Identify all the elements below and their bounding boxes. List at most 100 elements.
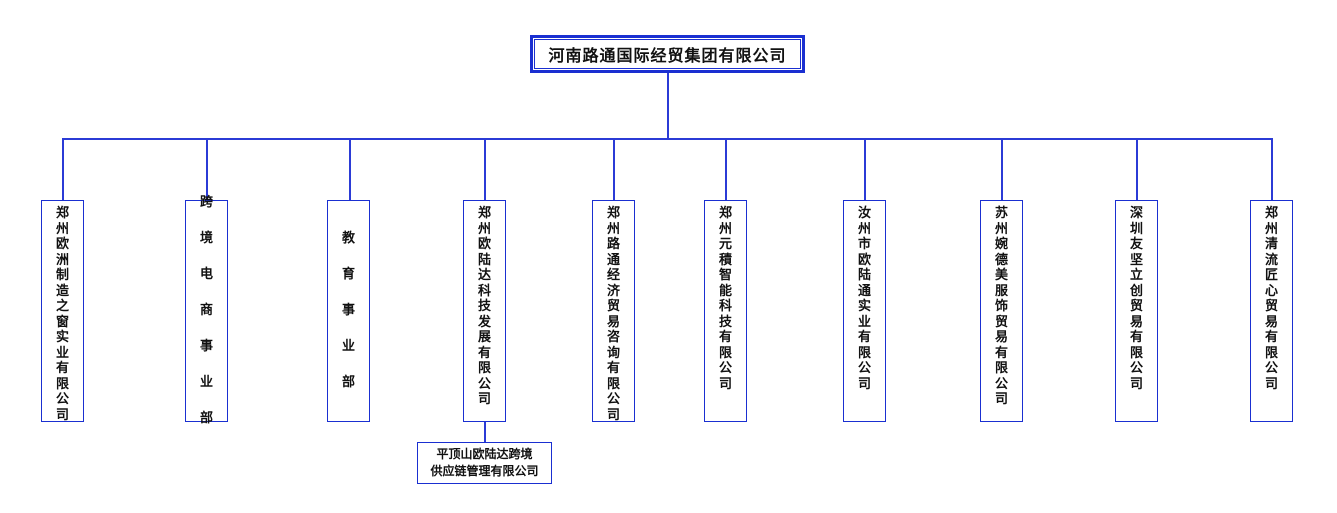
label-char: 业 <box>55 345 69 361</box>
label-char: 州 <box>718 221 732 237</box>
label-char: 公 <box>477 376 491 392</box>
label-char: 易 <box>1264 314 1278 330</box>
label-char: 郑 <box>1264 206 1278 221</box>
child-node-1: 郑州欧洲制造之窗实业有限公司 <box>41 200 84 423</box>
label-char: 欧 <box>857 252 871 268</box>
label-char: 流 <box>1264 252 1278 268</box>
label-char: 教 <box>341 231 355 246</box>
label-char: 事 <box>341 303 355 318</box>
label-char: 经 <box>606 268 620 283</box>
subsidiary-label-line2: 供应链管理有限公司 <box>430 464 539 478</box>
label-char: 电 <box>199 267 213 282</box>
child-node-label: 深圳友坚立创贸易有限公司 <box>1130 206 1143 392</box>
subsidiary-connector <box>484 422 486 442</box>
label-char: 限 <box>477 361 491 376</box>
label-char: 公 <box>718 361 732 376</box>
label-char: 育 <box>341 267 355 282</box>
child-node-10: 郑州清流匠心贸易有限公司 <box>1250 200 1293 422</box>
child-node-9: 深圳友坚立创贸易有限公司 <box>1115 200 1158 422</box>
label-char: 事 <box>199 339 213 354</box>
label-char: 司 <box>477 392 491 407</box>
label-char: 限 <box>55 376 69 392</box>
label-char: 州 <box>994 221 1008 237</box>
child-connector-10 <box>1271 138 1273 200</box>
label-char: 公 <box>1264 361 1278 376</box>
root-label: 河南路通国际经贸集团有限公司 <box>548 46 787 65</box>
child-node-label: 教育事业部 <box>342 221 355 401</box>
label-char: 技 <box>718 314 732 330</box>
child-connector-9 <box>1136 138 1138 200</box>
subsidiary-node: 平顶山欧陆达跨境 供应链管理有限公司 <box>417 442 552 484</box>
child-node-label: 郑州清流匠心贸易有限公司 <box>1265 206 1278 392</box>
label-char: 公 <box>55 392 69 407</box>
label-char: 公 <box>994 376 1008 392</box>
label-char: 部 <box>341 375 355 390</box>
label-char: 境 <box>199 231 213 246</box>
label-char: 司 <box>718 376 732 392</box>
label-char: 公 <box>1129 361 1143 376</box>
label-char: 州 <box>55 221 69 237</box>
label-char: 商 <box>199 303 213 318</box>
label-char: 欧 <box>55 237 69 252</box>
label-char: 匠 <box>1264 268 1278 283</box>
label-char: 发 <box>477 314 491 330</box>
child-node-label: 郑州欧洲制造之窗实业有限公司 <box>56 206 69 423</box>
label-char: 司 <box>606 407 620 423</box>
label-char: 业 <box>341 339 355 354</box>
label-char: 实 <box>857 299 871 314</box>
label-char: 实 <box>55 330 69 345</box>
label-char: 路 <box>606 237 620 252</box>
label-char: 坚 <box>1129 252 1143 268</box>
label-char: 友 <box>1129 237 1143 252</box>
label-char: 州 <box>1264 221 1278 237</box>
child-node-label: 汝州市欧陆通实业有限公司 <box>858 206 871 392</box>
subsidiary-label-line1: 平顶山欧陆达跨境 <box>436 447 533 461</box>
label-char: 询 <box>606 345 620 361</box>
label-char: 部 <box>199 411 213 426</box>
label-char: 能 <box>718 283 732 299</box>
root-node: 河南路通国际经贸集团有限公司 <box>530 35 805 73</box>
label-char: 司 <box>55 407 69 423</box>
label-char: 圳 <box>1129 221 1143 237</box>
child-connector-3 <box>349 138 351 200</box>
horizontal-connector <box>62 138 1272 140</box>
label-char: 德 <box>994 252 1008 268</box>
label-char: 司 <box>1264 376 1278 392</box>
child-node-2: 跨境电商事业部 <box>185 195 228 426</box>
label-char: 制 <box>55 268 69 283</box>
label-char: 郑 <box>55 206 69 221</box>
child-node-8: 苏州婉德美服饰贸易有限公司 <box>980 200 1023 422</box>
label-char: 郑 <box>718 206 732 221</box>
label-char: 贸 <box>606 299 620 314</box>
label-char: 智 <box>718 268 732 283</box>
label-char: 贸 <box>1264 299 1278 314</box>
label-char: 贸 <box>994 314 1008 330</box>
label-char: 限 <box>606 376 620 392</box>
label-char: 创 <box>1129 283 1143 299</box>
label-char: 深 <box>1129 206 1143 221</box>
label-char: 科 <box>477 283 491 299</box>
label-char: 州 <box>477 221 491 237</box>
label-char: 易 <box>1129 314 1143 330</box>
child-node-label: 郑州欧陆达科技发展有限公司 <box>478 206 491 408</box>
label-char: 欧 <box>477 237 491 252</box>
child-node-6: 郑州元積智能科技有限公司 <box>704 200 747 422</box>
label-char: 苏 <box>994 206 1008 221</box>
child-node-label: 苏州婉德美服饰贸易有限公司 <box>995 206 1008 408</box>
label-char: 公 <box>606 392 620 407</box>
label-char: 有 <box>857 330 871 345</box>
label-char: 有 <box>994 345 1008 361</box>
label-char: 有 <box>1129 330 1143 345</box>
label-char: 元 <box>718 237 732 252</box>
child-connector-2 <box>206 138 208 200</box>
child-connector-5 <box>613 138 615 200</box>
label-char: 科 <box>718 299 732 314</box>
label-char: 窗 <box>55 314 69 330</box>
label-char: 有 <box>55 361 69 376</box>
label-char: 咨 <box>606 330 620 345</box>
child-node-7: 汝州市欧陆通实业有限公司 <box>843 200 886 422</box>
label-char: 易 <box>994 330 1008 345</box>
label-char: 跨 <box>199 195 213 210</box>
label-char: 之 <box>55 299 69 314</box>
child-connector-7 <box>864 138 866 200</box>
